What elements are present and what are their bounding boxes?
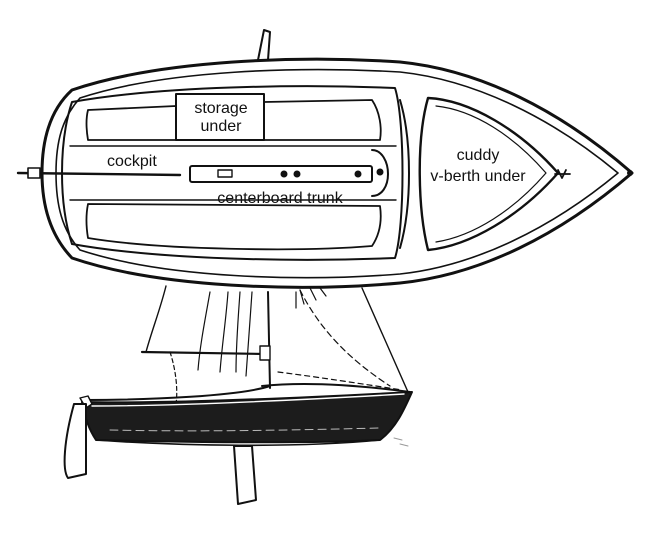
boom [140, 350, 268, 356]
cuddy-label-line1: cuddy [457, 147, 500, 164]
sail-curve-3 [235, 291, 241, 373]
rudder-head [27, 167, 41, 179]
jib-luff [299, 289, 391, 387]
centerboard-profile [233, 445, 257, 505]
water-mark-2 [399, 443, 409, 447]
mainsail-leech [145, 285, 167, 353]
sail-curve-1 [197, 291, 211, 371]
centerboard-slot [217, 169, 233, 178]
storage-hatch [175, 93, 265, 141]
sail-curve-4 [245, 291, 253, 377]
cuddy-label-line2: v-berth under [430, 168, 526, 185]
bow-eye [627, 170, 633, 176]
bulkhead [371, 149, 389, 197]
hull-waterline-dash [109, 427, 381, 432]
tiller [16, 171, 182, 177]
gunwale-line-plan [55, 68, 619, 279]
trunk-bolt-1 [280, 170, 288, 178]
trunk-bolt-3 [354, 170, 362, 178]
bow-cleat [554, 169, 571, 179]
cockpit-well [61, 85, 404, 261]
centerboard-label: centerboard trunk [217, 190, 343, 207]
gooseneck [259, 345, 271, 361]
starboard-seat [85, 203, 382, 251]
mast-head-plan [257, 29, 271, 61]
sail-curve-2 [219, 291, 229, 373]
forestay [361, 287, 409, 393]
storage-label-line1: storage [194, 100, 247, 117]
rudder [63, 403, 87, 479]
port-seat [85, 105, 177, 141]
cuddy-cabin [418, 96, 560, 252]
deck-sheer [83, 385, 271, 401]
cabin-top [261, 383, 411, 393]
cockpit-label: cockpit [107, 153, 157, 170]
mainsheet [169, 351, 178, 405]
jib-foot [277, 371, 403, 391]
mast-step [376, 168, 384, 176]
cuddy-inner [435, 105, 547, 243]
profile-view [63, 285, 413, 505]
mast-profile [267, 291, 271, 389]
water-mark-1 [393, 437, 403, 441]
plan-view: storage under cockpit centerboard trunk … [16, 29, 634, 289]
bulkhead-line [399, 99, 410, 249]
spreader-lines [295, 287, 327, 309]
hull-sheer-stripe [91, 393, 405, 407]
trunk-bolt-2 [293, 170, 301, 178]
storage-label-line2: under [201, 118, 243, 135]
port-seat-aft [263, 99, 382, 141]
